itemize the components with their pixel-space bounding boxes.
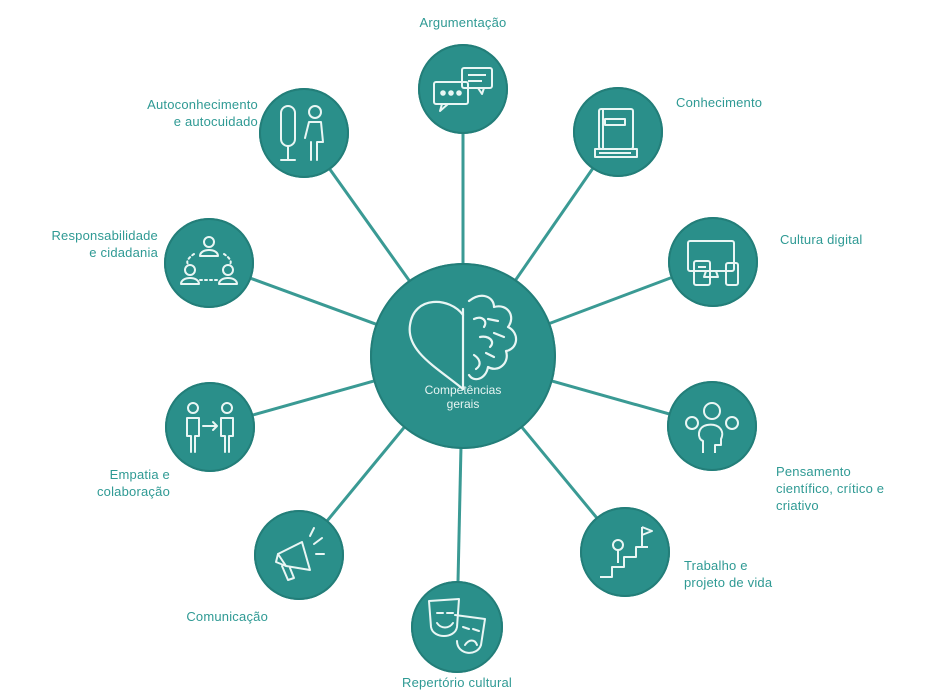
node-autoconhecimento [259,88,349,178]
books-icon [594,108,638,158]
label-comunicacao: Comunicação [186,609,268,624]
node-cultura-digital [668,217,758,307]
devices-icon [687,240,739,286]
node-pensamento [667,381,757,471]
label-pensamento: Pensamento científico, crítico e criativ… [776,464,885,513]
center-label: Competências gerais [424,383,502,411]
center-node: Competências gerais [370,263,556,449]
people-exchange-icon [186,402,234,453]
node-repertorio [411,581,503,673]
speech-bubbles-icon [433,67,493,112]
label-responsabilidade: Responsabilidade e cidadania [51,228,158,260]
node-responsabilidade [164,218,254,308]
node-trabalho [580,507,670,597]
self-reflection-icon [280,105,324,161]
node-conhecimento [573,87,663,177]
label-autoconhecimento: Autoconhecimento e autocuidado [147,97,258,129]
label-repertorio: Repertório cultural [401,675,512,690]
thinking-head-icon [685,402,739,453]
heart-brain-icon [408,294,518,391]
node-comunicacao [254,510,344,600]
label-empatia: Empatia e colaboração [96,467,170,499]
stairs-goal-icon [600,526,653,578]
label-trabalho: Trabalho e projeto de vida [684,558,773,590]
node-argumentacao [418,44,508,134]
theater-masks-icon [428,598,486,654]
megaphone-icon [275,527,325,581]
label-cultura-digital: Cultura digital [780,232,863,247]
node-empatia [165,382,255,472]
label-argumentacao: Argumentação [419,15,507,30]
label-conhecimento: Conhecimento [676,95,763,110]
people-network-icon [180,236,238,285]
